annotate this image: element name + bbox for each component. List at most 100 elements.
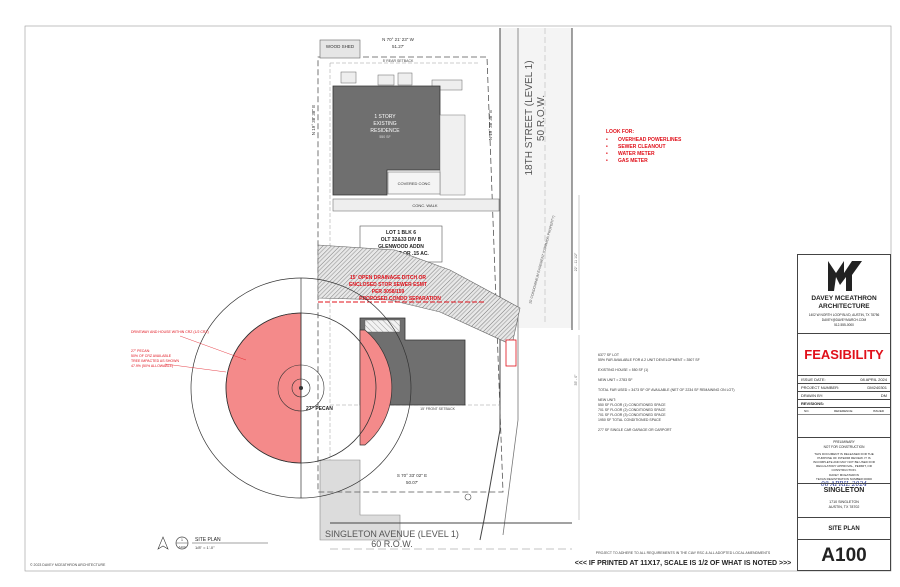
firm-name: ARCHITECTURE [818, 303, 870, 310]
project-number-value: DM240301 [867, 385, 887, 390]
issue-date-row: ISSUE DATE: 08 APRIL 2024 [798, 375, 890, 383]
area-line: 6377 SF LOT [598, 353, 620, 357]
print-scale-note: <<< IF PRINTED AT 11X17, SCALE IS 1/2 OF… [575, 560, 792, 567]
copyright: © 2023 DAVEY MCEATHRON ARCHITECTURE [30, 563, 106, 567]
look-for-bullet: • [606, 144, 608, 150]
lot-info-line: OLT 32&33 DIV B [381, 237, 422, 243]
conc-walk-label: CONC. WALK [412, 203, 438, 208]
look-for-item: GAS METER [618, 158, 648, 164]
drawn-by-value: DM [880, 393, 887, 398]
lot-info-line: LOT 1 BLK 6 [386, 230, 416, 236]
sheet-title-cell: SITE PLAN [798, 517, 890, 539]
utility-box [340, 71, 357, 84]
area-line: 701 SF FLOOR (3) CONDITIONED SPACE [598, 413, 666, 417]
look-for-title: LOOK FOR: [606, 129, 634, 135]
issue-date-value: 08 APRIL 2024 [860, 377, 887, 382]
area-line: TOTAL FAR USED = 3473 SF OF AVAILABLE (N… [598, 388, 735, 392]
title-block: DAVEY MCEATHRON ARCHITECTURE 1402 W NORT… [797, 254, 891, 571]
street-east-name: 18TH STREET (LEVEL 1) [524, 60, 535, 175]
sheet-number-cell: A100 [798, 539, 890, 570]
project-cell: SINGLETON 1710 SINGLETON AUSTIN, TX 7870… [798, 483, 890, 517]
signer-reg: TEXAS REGISTRATION NUMBER 00000 [816, 477, 872, 481]
residence-label: EXISTING [373, 121, 396, 127]
release-note: INCOMPLETE AND MAY NOT BE USED FOR [813, 460, 875, 464]
lot-boundary [317, 56, 504, 493]
look-for-item: WATER METER [618, 151, 655, 157]
revisions-label: REVISIONS: [801, 401, 825, 406]
status-cell: FEASIBILITY [798, 333, 890, 375]
street-south-name: SINGLETON AVENUE (LEVEL 1) [325, 529, 459, 539]
sheet-border [24, 25, 892, 572]
revisions-table: NO. REFERENCE ISSUED [798, 407, 890, 437]
project-address: AUSTIN, TX 78702 [828, 505, 860, 509]
release-note: PURPOSE OF INTERIM REVIEW. IT IS [817, 456, 871, 460]
dimension-a: 22' - 11 1/2" [574, 252, 578, 271]
north-arrow-icon [157, 536, 169, 550]
area-line: 701 SF FLOOR (2) CONDITIONED SPACE [598, 408, 666, 412]
pecan-note: 27" PECAN: [131, 349, 150, 353]
rear-setback-label: 5' REAR SETBACK [383, 59, 414, 63]
area-line: 1950 SF TOTAL CONDITIONED SPACE [598, 418, 662, 422]
sewer-cleanout [464, 493, 472, 501]
residence-label: RESIDENCE [370, 128, 400, 134]
project-address: 1710 SINGLETON [829, 500, 859, 504]
look-for-bullet: • [606, 151, 608, 157]
look-for-item: OVERHEAD POWERLINES [618, 137, 682, 143]
existing-residence [332, 85, 441, 196]
view-sheet: A100 [178, 545, 185, 549]
release-note: CONSTRUCTION. [831, 468, 857, 472]
pecan-note: 47.9% (50% ALLOWABLE) [131, 364, 173, 368]
covered-conc-label: COVERED CONC [398, 181, 431, 186]
sheet-title: SITE PLAN [828, 526, 860, 532]
drainage-note: PER 3058/159 [372, 289, 405, 295]
driveway [319, 459, 401, 541]
view-title: SITE PLAN [195, 537, 221, 543]
area-line: EXISTING HOUSE = 550 SF (1) [598, 368, 648, 372]
view-id: 1 [181, 538, 183, 542]
firm-address: 1402 W NORTH LOOP BLVD, AUSTIN, TX 78756 [808, 313, 880, 317]
bearing-bottom: S 70° 33' 02" E [397, 473, 427, 478]
pecan-note: TREE IMPACTED AS SHOWN [131, 359, 179, 363]
area-line: NEW UNIT = 2783 SF [598, 378, 632, 382]
look-for-bullet: • [606, 158, 608, 164]
prelim-line: NOT FOR CONSTRUCTION [823, 445, 865, 449]
proposed-unit-hatch [364, 319, 401, 333]
condo-separation-label: PROPOSED CONDO SEPARATION [359, 296, 441, 302]
bearing-top: N 70° 21' 23" W [382, 37, 415, 42]
pecan-label: 27" PECAN [306, 406, 333, 412]
drainage-note: ENCLOSED STOR SEWER ESMT [349, 282, 427, 288]
area-line: NEW UNIT: [598, 398, 616, 402]
residence-area: 550 SF [379, 135, 390, 139]
look-for-item: SEWER CLEANOUT [618, 144, 666, 150]
area-line: 55% FAR AVAILABLE FOR A 2 UNIT DEVELOPME… [598, 358, 700, 362]
firm-phone: 512-555-0000 [834, 323, 854, 327]
issue-date-label: ISSUE DATE: [801, 377, 826, 382]
area-line: 277 SF SINGLE CAR GARAGE OR CARPORT [598, 428, 673, 432]
street-east-row: 50 R.O.W. [536, 95, 547, 141]
signer-name: DAVEY MCEATHRON [829, 473, 859, 477]
conc-walk [332, 198, 500, 212]
crz-west [225, 312, 302, 464]
pecan-note: 50% OF CRZ AVAILABLE [131, 354, 172, 358]
rev-header-reference: REFERENCE [834, 409, 853, 413]
firm-logo [826, 259, 864, 293]
dimension-b: 35' - 0" [574, 374, 578, 386]
release-note: REGULATORY APPROVAL, PERMIT, OR [816, 464, 872, 468]
release-note: THIS DOCUMENT IS RELEASED FOR THE [814, 452, 874, 456]
view-scale: 1/8" = 1'-0" [195, 545, 215, 550]
utility-box [377, 74, 395, 86]
wood-shed [319, 39, 361, 59]
look-for-bullet: • [606, 137, 608, 143]
street-south-row: 60 R.O.W. [371, 539, 413, 549]
revisions-row: REVISIONS: [798, 399, 890, 407]
drainage-note: 15' OPEN DRAINAGE DITCH OR [350, 275, 426, 281]
wood-shed-label: WOOD SHED [326, 44, 355, 49]
conc-steps [431, 79, 463, 91]
project-name: SINGLETON [823, 487, 865, 494]
residence-label: 1 STORY [374, 114, 396, 120]
bearing-west: N 19° 38' 38" E [311, 105, 316, 136]
status-label: FEASIBILITY [804, 347, 884, 362]
driveway-note: DRIVEWAY AND HOUSE WITHIN CRZ (1/2 CRZ) [131, 330, 209, 334]
project-number-label: PROJECT NUMBER: [801, 385, 840, 390]
